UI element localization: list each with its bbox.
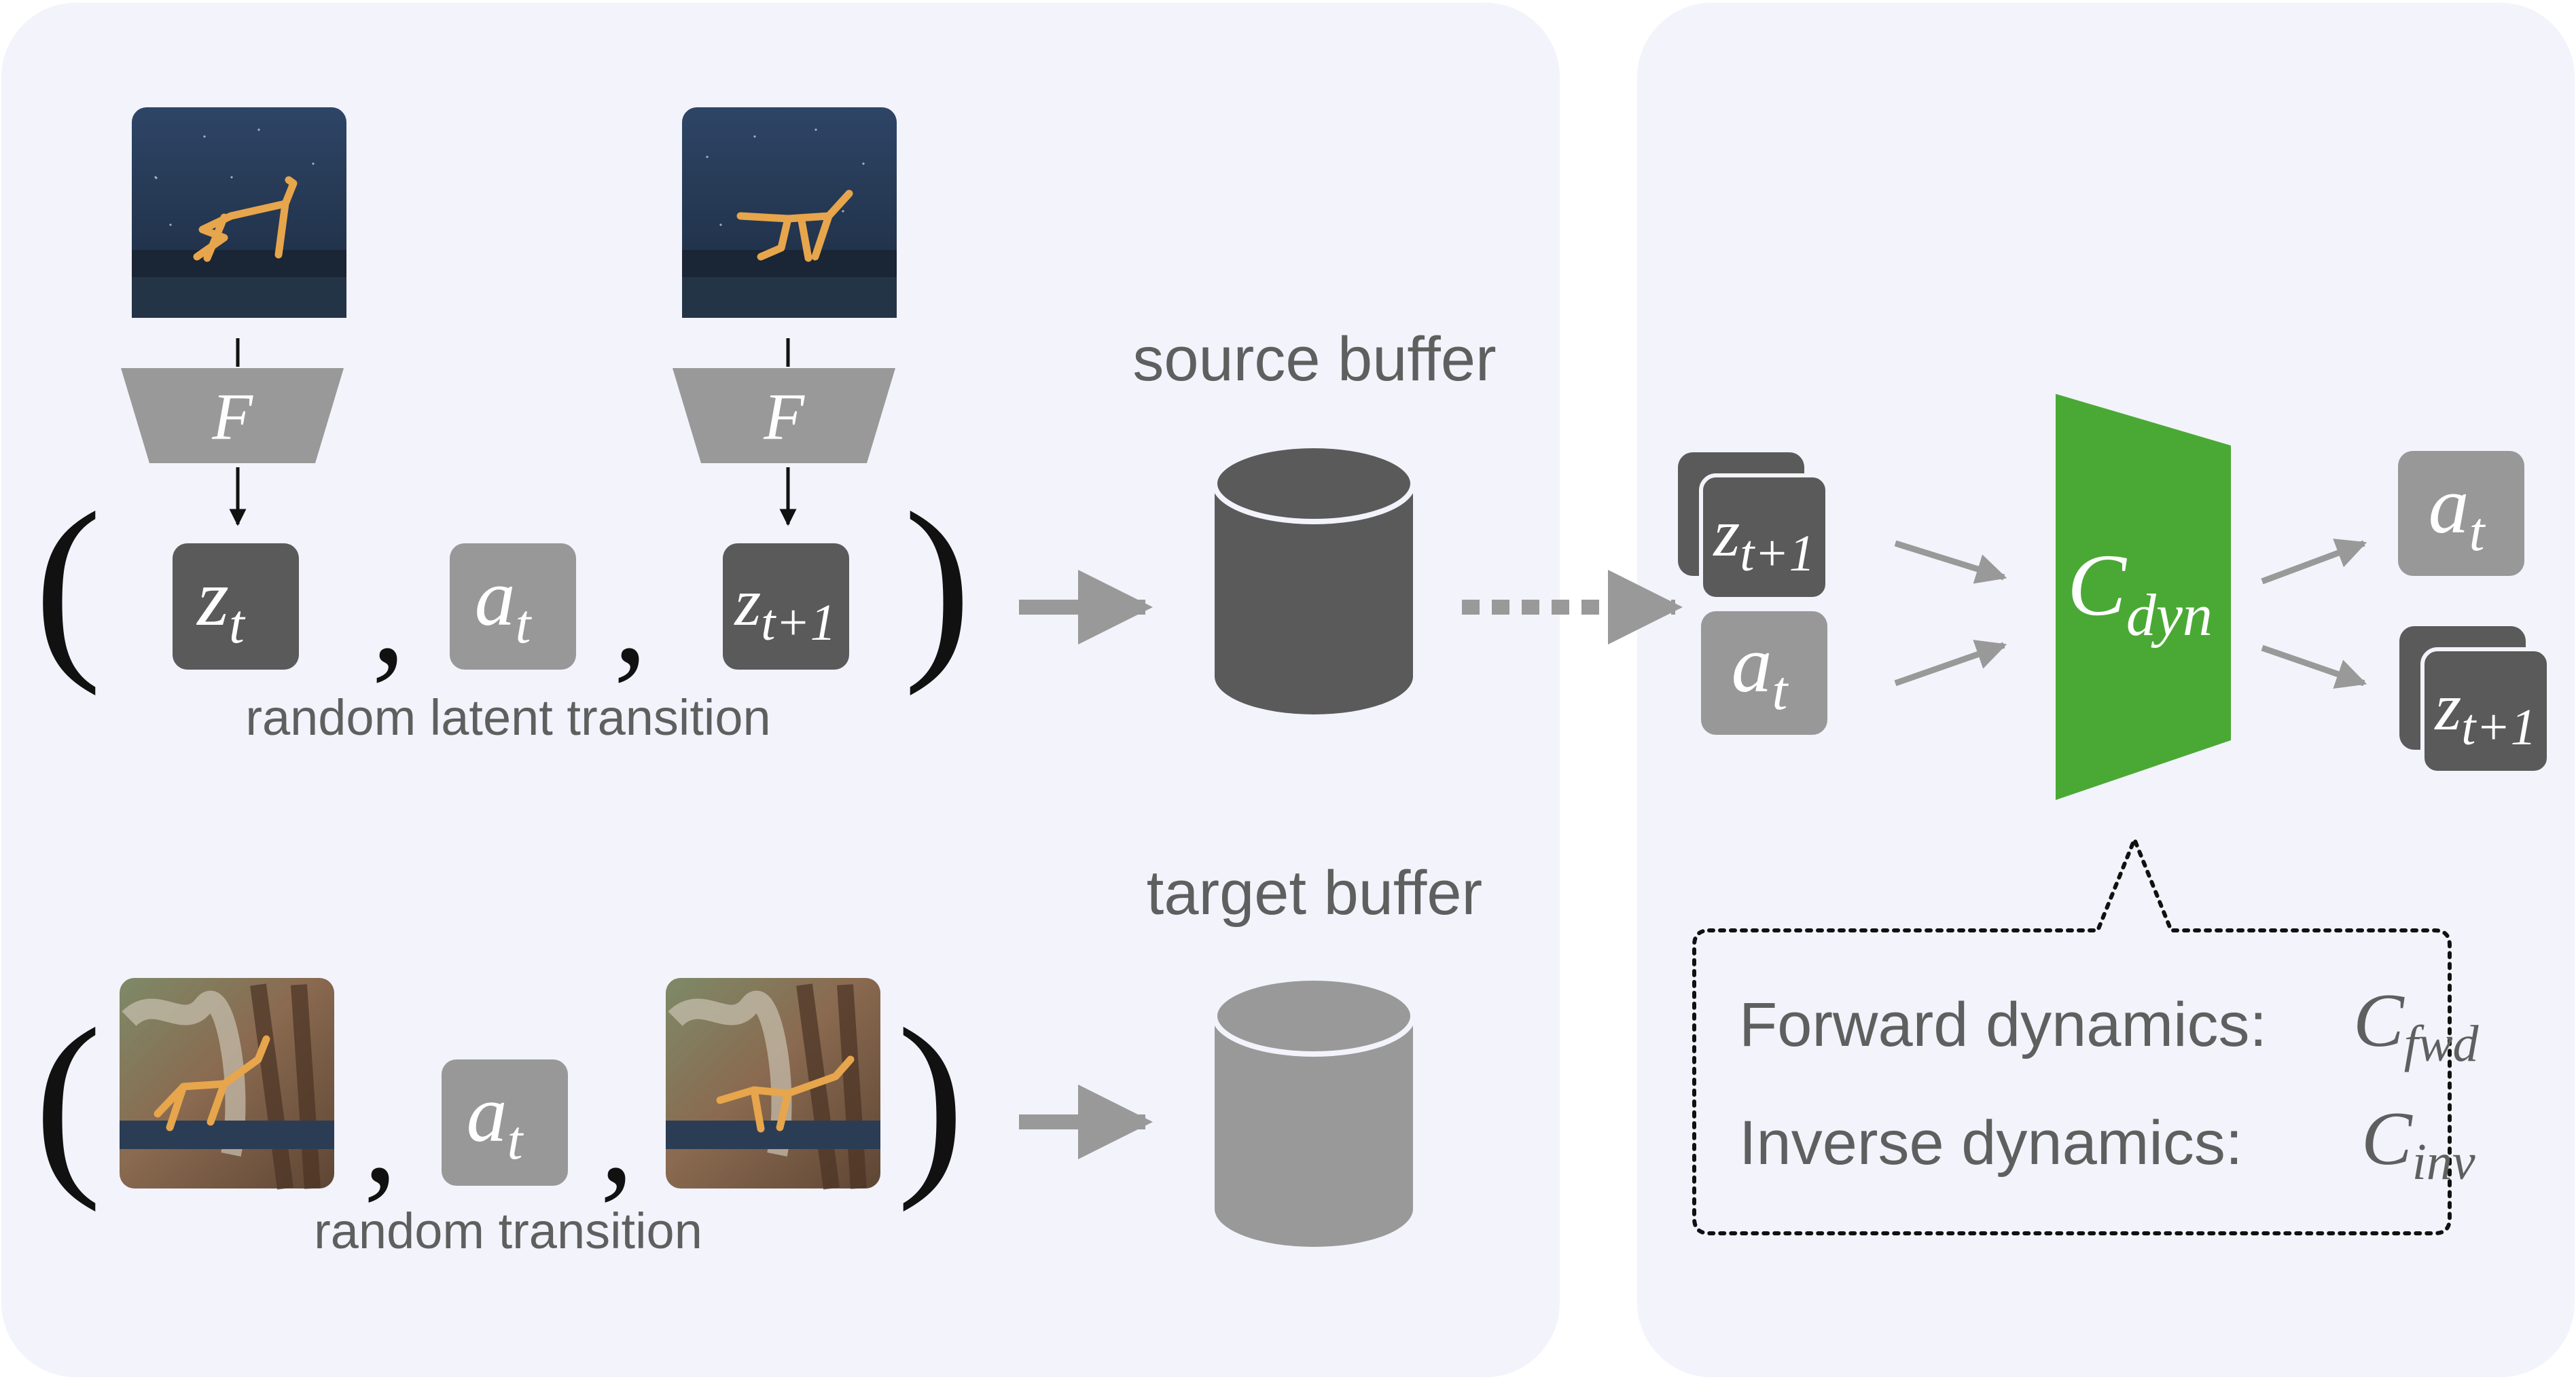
cheetah-robot-distracting-background-image <box>120 978 334 1190</box>
target-buffer-cylinder-icon <box>1212 975 1416 1247</box>
target-action-a-t-box <box>442 1059 568 1186</box>
target-caption: random transition <box>314 1203 702 1259</box>
left-panel <box>1 3 1560 1377</box>
cheetah-robot-distracting-background-image-next <box>666 978 880 1190</box>
input-z-t1-box <box>1699 473 1829 601</box>
output-arrow-upper <box>2261 539 2367 585</box>
source-comma-1: , <box>372 542 406 692</box>
input-a-t-label: at <box>1732 619 1789 721</box>
inverse-dynamics-label: Inverse dynamics: <box>1739 1108 2242 1178</box>
dynamics-model-label: Cdyn <box>2067 537 2213 649</box>
encoder-label-2: F <box>763 380 805 454</box>
input-arrow-lower <box>1894 640 2007 687</box>
output-a-t-label: at <box>2429 460 2486 562</box>
forward-dynamics-label: Forward dynamics: <box>1739 990 2267 1059</box>
input-a-t-box <box>1701 611 1827 735</box>
encoder-trapezoid-1 <box>121 368 344 463</box>
source-caption: random latent transition <box>245 689 770 746</box>
dynamics-callout-box <box>1692 833 2452 1235</box>
inverse-dynamics-symbol: Cinv <box>2361 1097 2475 1191</box>
target-open-paren: ( <box>34 987 102 1213</box>
source-open-paren: ( <box>34 471 102 697</box>
action-a-t-box <box>450 543 576 670</box>
target-close-paren: ) <box>897 987 965 1213</box>
latent-z-t1-label: zt+1 <box>733 564 836 651</box>
forward-dynamics-symbol: Cfwd <box>2353 979 2480 1072</box>
cheetah-robot-dark-background-image-next <box>682 107 897 318</box>
action-a-t-label: at <box>475 552 533 655</box>
source-close-paren: ) <box>904 471 971 697</box>
latent-z-t1-box <box>723 543 849 670</box>
latent-z-t-box <box>173 543 299 670</box>
output-z-t1-label: zt+1 <box>2433 669 2536 756</box>
encoder-trapezoid-2 <box>673 368 895 463</box>
cheetah-robot-dark-background-image <box>132 107 346 318</box>
dynamics-model-trapezoid <box>2056 394 2231 800</box>
target-comma-1: , <box>363 1061 397 1212</box>
source-comma-2: , <box>613 542 647 692</box>
target-buffer-label: target buffer <box>1147 858 1482 928</box>
target-comma-2: , <box>600 1061 634 1212</box>
latent-z-t-label: zt <box>196 552 246 655</box>
output-arrow-lower <box>2261 644 2367 689</box>
output-a-t-box <box>2398 451 2524 576</box>
input-z-t1-label: zt+1 <box>1712 495 1814 582</box>
encoder-label-1: F <box>211 380 253 454</box>
source-buffer-label: source buffer <box>1132 325 1496 394</box>
target-action-a-t-label: at <box>467 1068 524 1171</box>
output-z-t1-box <box>2420 647 2551 775</box>
source-buffer-cylinder-icon <box>1212 443 1416 714</box>
input-arrow-upper <box>1894 540 2007 584</box>
